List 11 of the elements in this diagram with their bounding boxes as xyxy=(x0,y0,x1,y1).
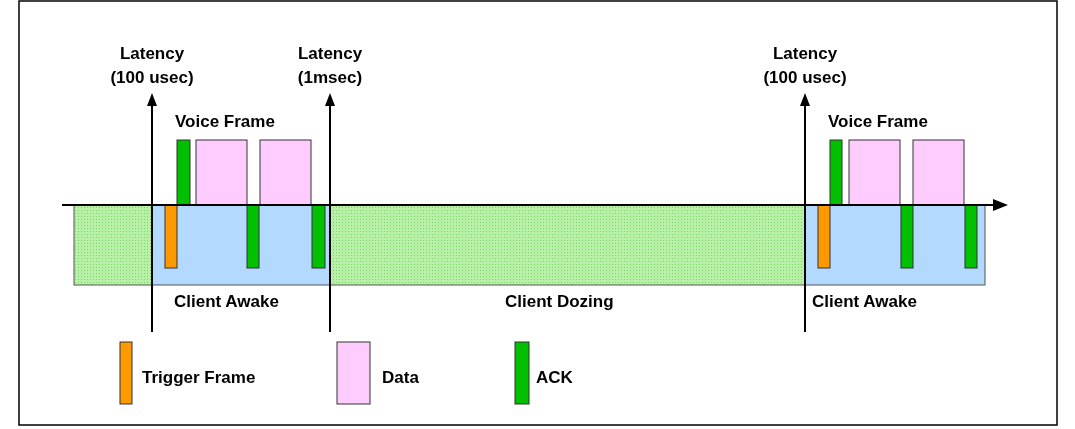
latency-label: Latency (100 usec) xyxy=(762,43,848,89)
frame-group-label: Voice Frame xyxy=(828,111,928,133)
state-label: Client Awake xyxy=(174,291,279,313)
state-label: Client Awake xyxy=(812,291,917,313)
legend-label: Data xyxy=(382,367,419,389)
frame-group-label: Voice Frame xyxy=(175,111,275,133)
state-label: Client Dozing xyxy=(505,291,614,313)
latency-label: Latency (1msec) xyxy=(296,43,364,89)
legend-label: ACK xyxy=(536,367,573,389)
latency-label: Latency (100 usec) xyxy=(109,43,195,89)
legend-label: Trigger Frame xyxy=(142,367,256,389)
